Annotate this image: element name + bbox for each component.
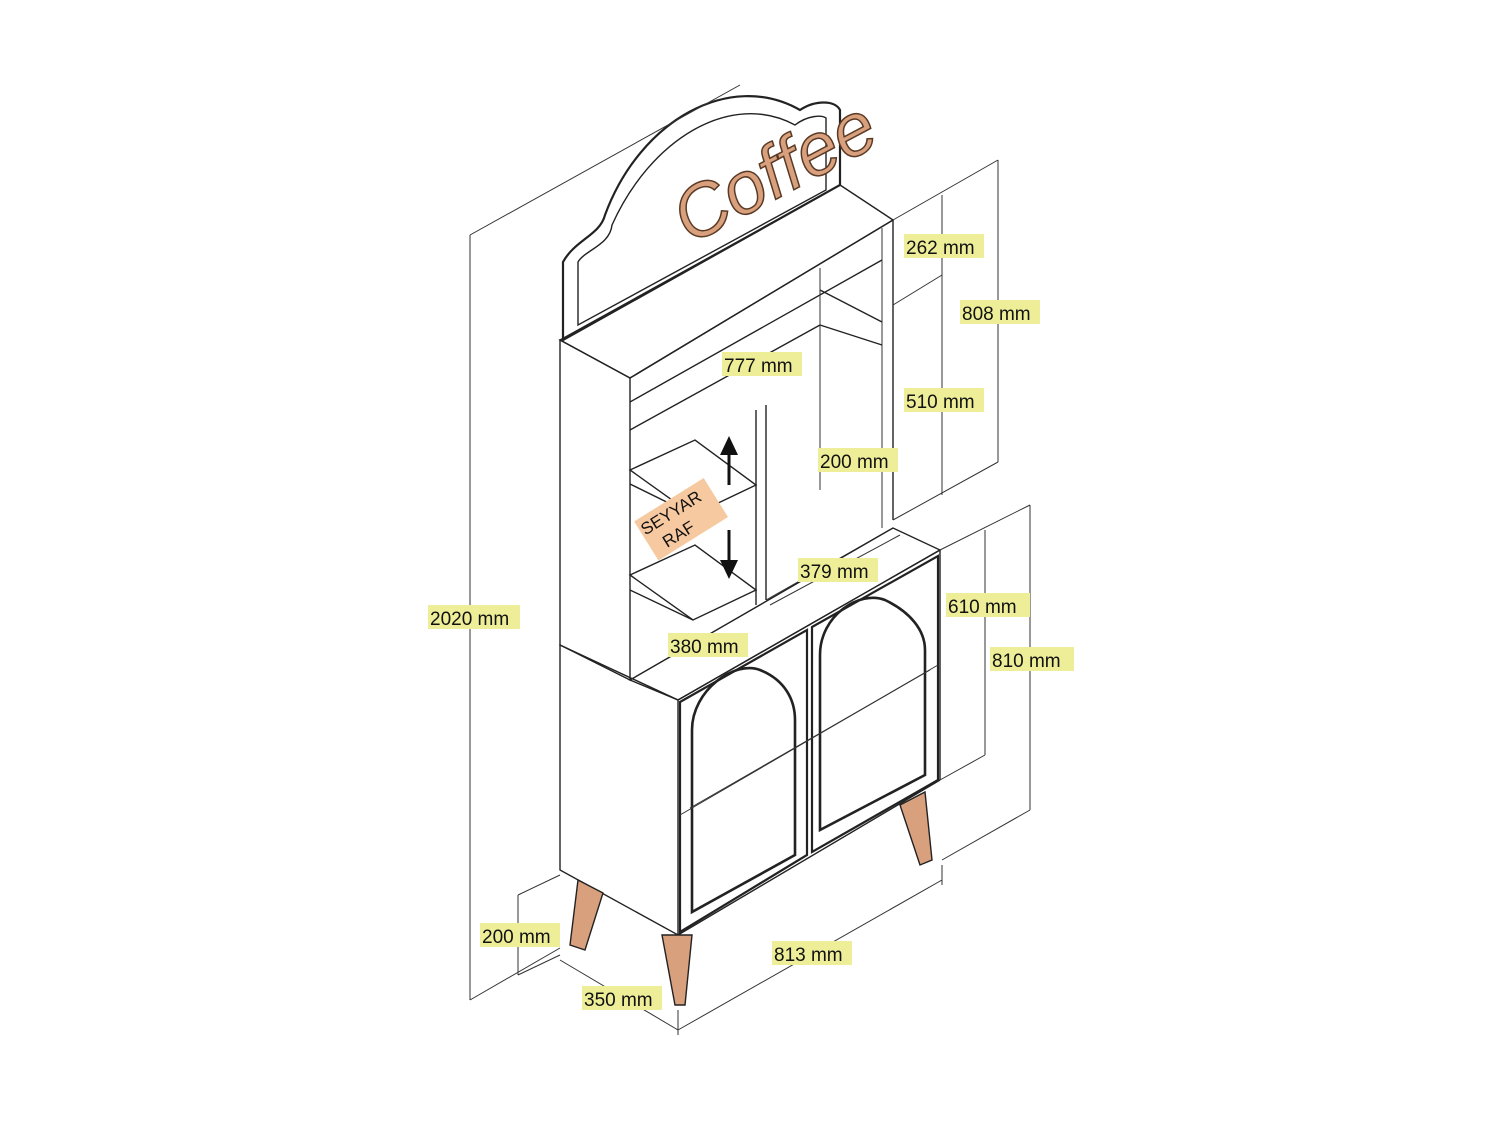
dim-base-depth: 380 mm: [670, 637, 739, 658]
dim-cabinet-total: 810 mm: [992, 651, 1061, 672]
leg-back-right: [899, 790, 933, 866]
cabinet-doors: [678, 554, 940, 934]
shelf-label: SEYYAR RAF: [634, 478, 729, 561]
dim-total-height: 2020 mm: [430, 609, 509, 630]
dim-inner-width: 777 mm: [724, 356, 793, 377]
dim-leg-height: 200 mm: [482, 927, 551, 948]
dimension-labels: 262 mm 808 mm 777 mm 510 mm 200 mm 379 m…: [428, 234, 1074, 1011]
shelf-label-bg: [634, 478, 729, 561]
dim-inner-depth: 379 mm: [800, 562, 869, 583]
dim-top-section: 262 mm: [906, 238, 975, 259]
dim-upper-total: 808 mm: [962, 304, 1031, 325]
shelf-arrows: [720, 436, 738, 579]
dim-total-depth: 350 mm: [584, 990, 653, 1011]
cabinet-legs: [569, 790, 933, 1006]
arrow-up-icon: [720, 436, 738, 455]
cabinet-outline: [558, 184, 942, 937]
leg-front-right: [661, 934, 693, 1006]
dim-middle-section: 510 mm: [906, 392, 975, 413]
dim-shelf-depth: 200 mm: [820, 452, 889, 473]
leg-front-left: [569, 878, 604, 951]
arrow-down-icon: [720, 560, 738, 579]
dim-cabinet-inner: 610 mm: [948, 597, 1017, 618]
dim-total-width: 813 mm: [774, 945, 843, 966]
